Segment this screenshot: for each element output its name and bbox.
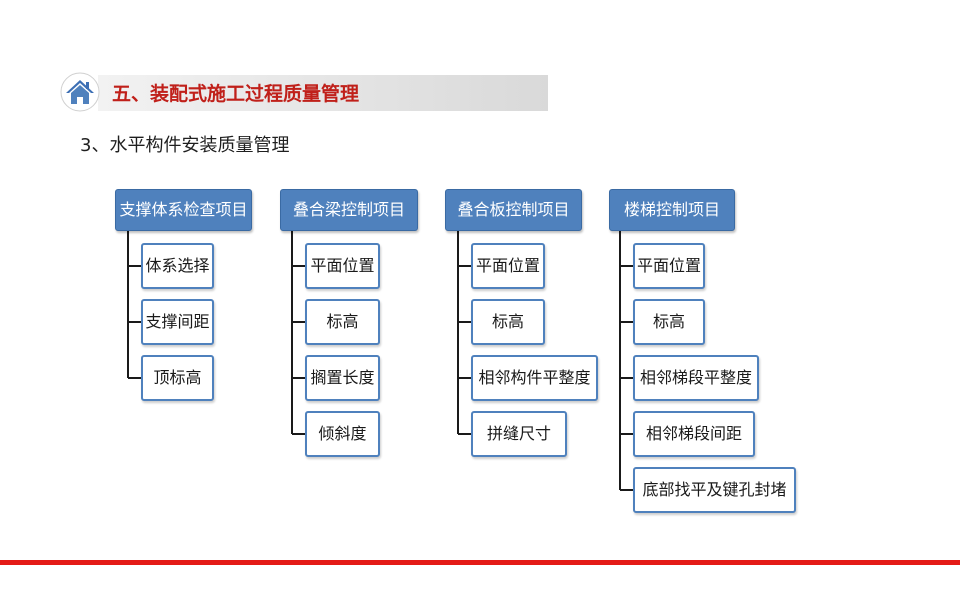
page-subtitle: 3、水平构件安装质量管理 [80, 135, 290, 156]
home-icon [60, 72, 100, 112]
list-item: 相邻梯段间距 [633, 411, 755, 457]
group-heading-support-system: 支撑体系检查项目 [115, 189, 252, 231]
connector-group-4 [619, 231, 634, 491]
list-item: 标高 [471, 299, 545, 345]
list-item: 倾斜度 [305, 411, 380, 457]
group-heading-composite-slab: 叠合板控制项目 [445, 189, 582, 231]
list-item: 相邻梯段平整度 [633, 355, 759, 401]
list-item: 搁置长度 [305, 355, 380, 401]
connector-group-3 [457, 231, 472, 435]
list-item: 体系选择 [141, 243, 214, 289]
list-item: 标高 [305, 299, 380, 345]
section-title: 五、装配式施工过程质量管理 [112, 83, 360, 105]
connector-group-2 [291, 231, 306, 435]
list-item: 平面位置 [633, 243, 705, 289]
group-heading-stairs: 楼梯控制项目 [609, 189, 735, 231]
section-title-bar [98, 75, 548, 111]
list-item: 底部找平及键孔封堵 [633, 467, 796, 513]
footer-divider [0, 560, 960, 565]
connector-group-1 [127, 231, 142, 379]
group-heading-composite-beam: 叠合梁控制项目 [280, 189, 418, 231]
list-item: 拼缝尺寸 [471, 411, 567, 457]
list-item: 顶标高 [141, 355, 214, 401]
list-item: 相邻构件平整度 [471, 355, 598, 401]
list-item: 标高 [633, 299, 705, 345]
list-item: 平面位置 [305, 243, 380, 289]
list-item: 平面位置 [471, 243, 545, 289]
list-item: 支撑间距 [141, 299, 214, 345]
